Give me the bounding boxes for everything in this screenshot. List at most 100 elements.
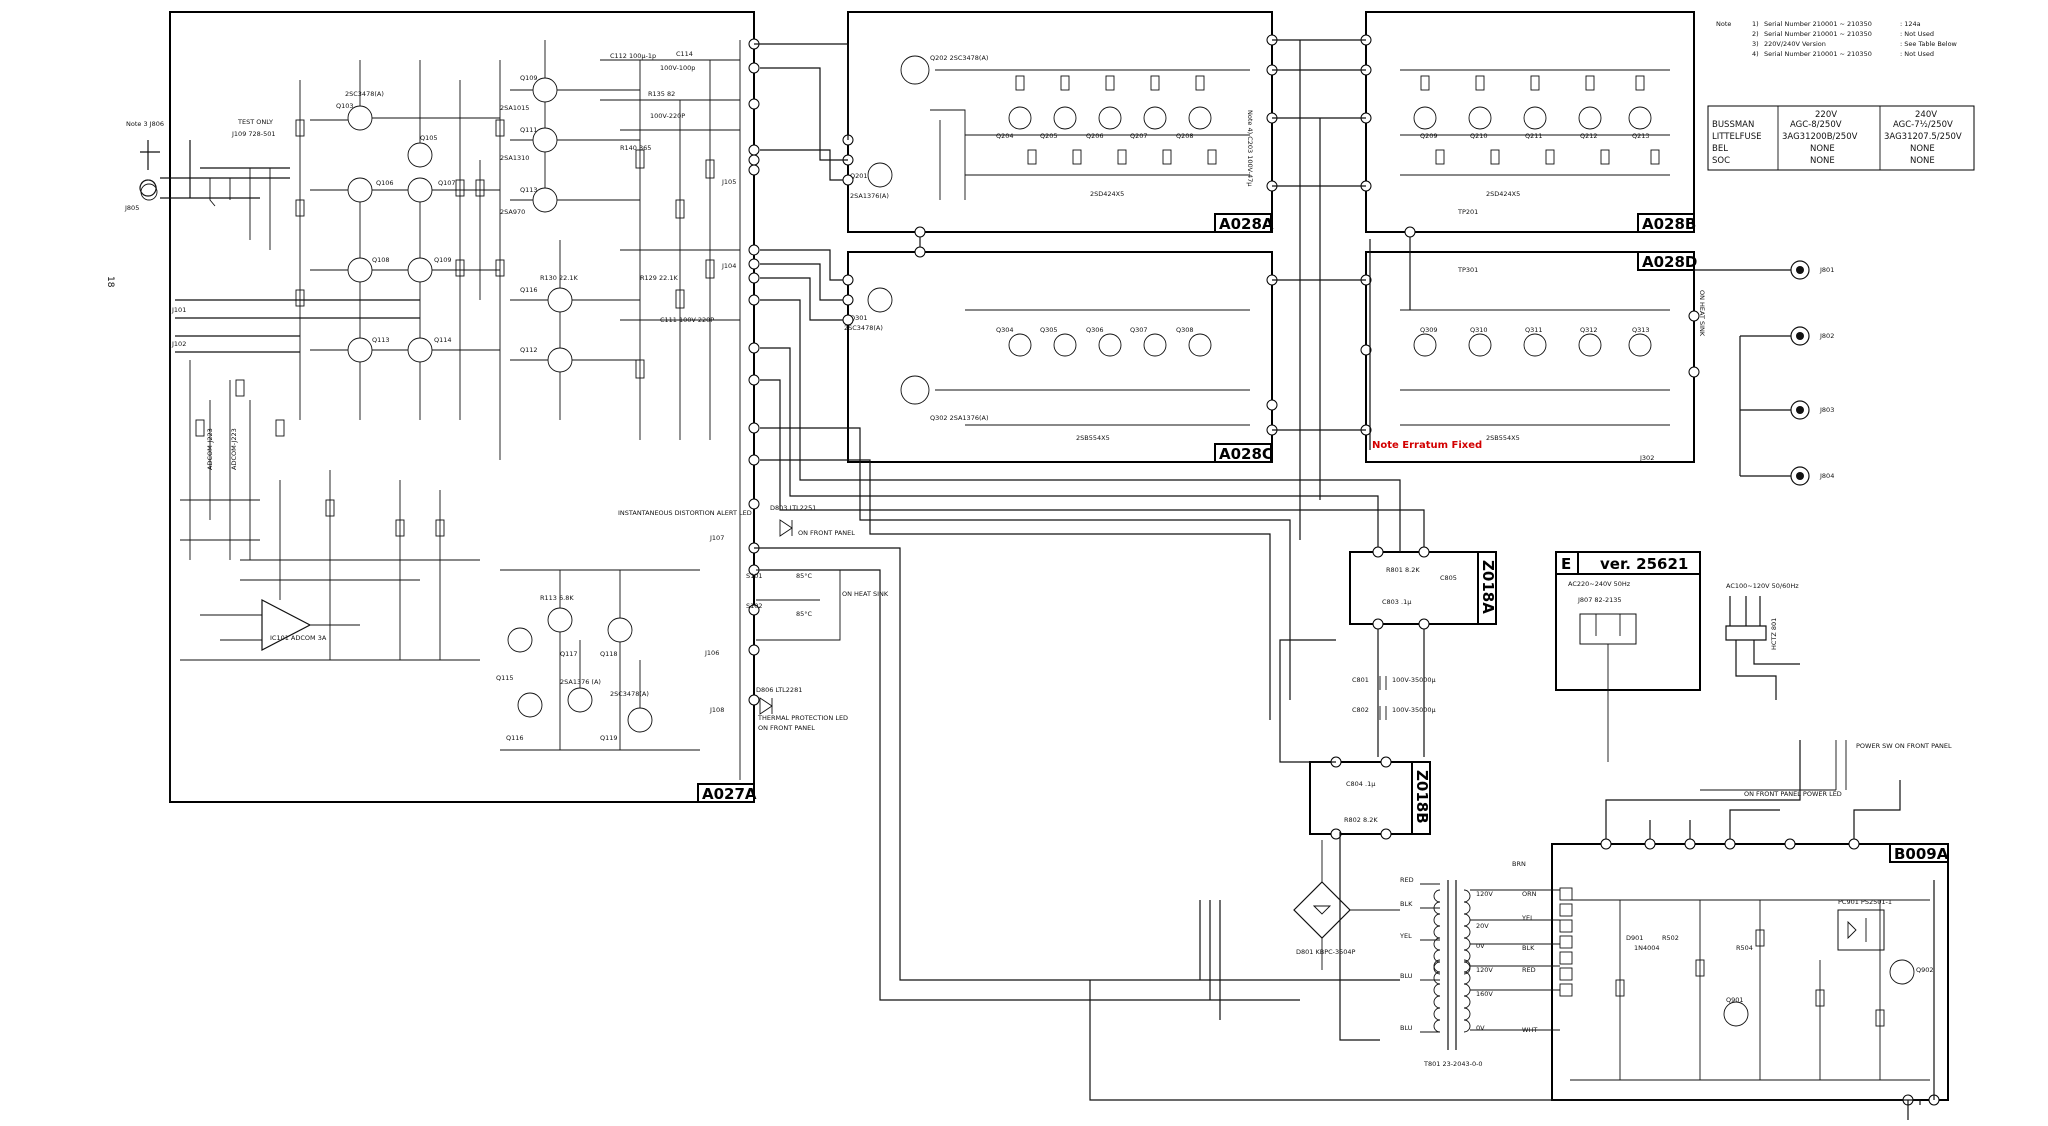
pc901-label: PC901 PS2501-1 [1838, 898, 1892, 906]
svg-text:85°C: 85°C [796, 610, 813, 618]
power-sw-label: POWER SW ON FRONT PANEL [1856, 742, 1952, 750]
svg-text:D803 LTL2251: D803 LTL2251 [770, 504, 816, 512]
svg-text:R135 82: R135 82 [648, 90, 675, 98]
z018a-tag [1477, 551, 1497, 625]
instant-led-label: INSTANTANEOUS DISTORTION ALERT LED [618, 509, 752, 517]
a028d-label: A028D [1642, 253, 1697, 271]
svg-text:Q106: Q106 [376, 179, 394, 187]
svg-text:Note 4) C203 100V-47µ: Note 4) C203 100V-47µ [1246, 110, 1254, 186]
fuse-row-1-220: AGC-8/250V [1790, 120, 1842, 130]
a028b-series-label: 2SD424X5 [1486, 190, 1520, 198]
power-transformer: T801 23-2043-0-0 RED BLK YEL BLU BLU 120… [1399, 860, 1573, 1068]
note-4-text: Serial Number 210001 ~ 210350 [1764, 50, 1872, 58]
tap-sec-6: 0V [1476, 1024, 1485, 1032]
tap-right-1: BRN [1512, 860, 1526, 868]
on-heat-sink2-label: ON HEAT SINK [1698, 290, 1706, 337]
a028c-tag [1214, 443, 1272, 463]
erratum-label: Note Erratum Fixed [1372, 440, 1482, 451]
svg-text:Q307: Q307 [1130, 326, 1148, 334]
svg-text:Q113: Q113 [520, 186, 538, 194]
a027a-connector-pins [748, 38, 760, 706]
ac-input-label: AC100~120V 50/60Hz [1726, 582, 1799, 590]
fuse-row-4-220: NONE [1810, 156, 1835, 166]
board-a027a: A027A Note 3 J806 J805 TEST ONLY J109 72… [124, 11, 889, 803]
svg-text:Q309: Q309 [1420, 326, 1438, 334]
on-front-panel2-label: ON FRONT PANEL [758, 724, 815, 732]
b009a-tag [1889, 843, 1949, 863]
svg-text:Q208: Q208 [1176, 132, 1194, 140]
svg-text:100V-220P: 100V-220P [650, 112, 685, 120]
tap-right-5: RED [1522, 966, 1536, 974]
tap-left-1: RED [1400, 876, 1414, 884]
svg-text:C804 .1µ: C804 .1µ [1346, 780, 1375, 788]
svg-text:Q308: Q308 [1176, 326, 1194, 334]
svg-text:J106: J106 [704, 649, 719, 657]
svg-text:Q313: Q313 [1632, 326, 1650, 334]
svg-text:ADCOM-J223: ADCOM-J223 [230, 428, 238, 470]
a027a-label: A027A [702, 785, 757, 803]
svg-text:J108: J108 [709, 706, 724, 714]
svg-text:Q207: Q207 [1130, 132, 1148, 140]
svg-text:Q901: Q901 [1726, 996, 1744, 1004]
svg-text:R129 22.1K: R129 22.1K [640, 274, 678, 282]
j804-label: J804 [1819, 472, 1834, 480]
svg-text:J302: J302 [1639, 454, 1654, 462]
fuse-row-4-240: NONE [1910, 156, 1935, 166]
svg-text:C111 100V-220P: C111 100V-220P [660, 316, 714, 324]
tap-sec-1: 120V [1476, 890, 1493, 898]
cap2-label: 100V-35000µ [1392, 706, 1436, 714]
notes-block: Note 1) Serial Number 210001 ~ 210350 : … [1716, 20, 1958, 58]
a028c-series-label: 2SB554X5 [1076, 434, 1110, 442]
svg-text:Q210: Q210 [1470, 132, 1488, 140]
power-led-label: ON FRONT PANEL POWER LED [1744, 790, 1842, 798]
tap-left-5: BLU [1400, 1024, 1413, 1032]
svg-text:D806 LTL2281: D806 LTL2281 [756, 686, 802, 694]
svg-text:1N4004: 1N4004 [1634, 944, 1660, 952]
svg-text:2SA1310: 2SA1310 [500, 154, 529, 162]
j805-label: J805 [124, 204, 139, 212]
q201-type-label: 2SA1376(A) [850, 192, 889, 200]
thermal-led-label: THERMAL PROTECTION LED [757, 714, 848, 722]
svg-text:S102: S102 [746, 602, 763, 610]
a028a-label: A028A [1219, 215, 1274, 233]
tap-left-3: YEL [1399, 932, 1412, 940]
svg-text:Q103: Q103 [336, 102, 354, 110]
svg-text:Q310: Q310 [1470, 326, 1488, 334]
svg-text:Q202 2SC3478(A): Q202 2SC3478(A) [930, 54, 988, 62]
version-box: E ver. 25621 AC220~240V 50Hz J807 82-213… [1555, 551, 1701, 762]
fuse-row-3-240: NONE [1910, 144, 1935, 154]
svg-text:R504: R504 [1736, 944, 1753, 952]
svg-text:C803 .1µ: C803 .1µ [1382, 598, 1411, 606]
svg-text:Q111: Q111 [520, 126, 538, 134]
fuse-row-1-240: AGC-7½/250V [1893, 120, 1953, 130]
fuse-row-2-220: 3AG31200B/250V [1782, 132, 1858, 142]
a027a-ic101: IC101 ADCOM 3A [180, 470, 480, 661]
svg-text:Q312: Q312 [1580, 326, 1598, 334]
svg-text:HCTZ 801: HCTZ 801 [1770, 618, 1778, 650]
svg-text:2SA1376 (A): 2SA1376 (A) [560, 678, 601, 686]
bridge-rectifier: D801 KBPC-3504P [1293, 840, 1400, 970]
svg-text:J105: J105 [721, 178, 736, 186]
svg-text:R130 22.1K: R130 22.1K [540, 274, 578, 282]
svg-text:Q211: Q211 [1525, 132, 1543, 140]
fuse-row-2-240: 3AG31207.5/250V [1884, 132, 1962, 142]
a028c-label: A028C [1219, 445, 1273, 463]
svg-text:Q105: Q105 [420, 134, 438, 142]
note-3-num: 3) [1752, 40, 1759, 48]
svg-text:Q213: Q213 [1632, 132, 1650, 140]
z018b-tag [1411, 761, 1431, 835]
svg-text:J104: J104 [721, 262, 736, 270]
note-jack-label: Note 3 J806 [126, 120, 164, 128]
tap-right-4: BLK [1522, 944, 1535, 952]
note-1-num: 1) [1752, 20, 1759, 28]
fuse-table: 220V 240V BUSSMAN AGC-8/250V AGC-7½/250V… [1707, 105, 1975, 171]
transformer-label: T801 23-2043-0-0 [1423, 1060, 1483, 1068]
svg-text:2SA1015: 2SA1015 [500, 104, 529, 112]
svg-text:C805: C805 [1440, 574, 1457, 582]
